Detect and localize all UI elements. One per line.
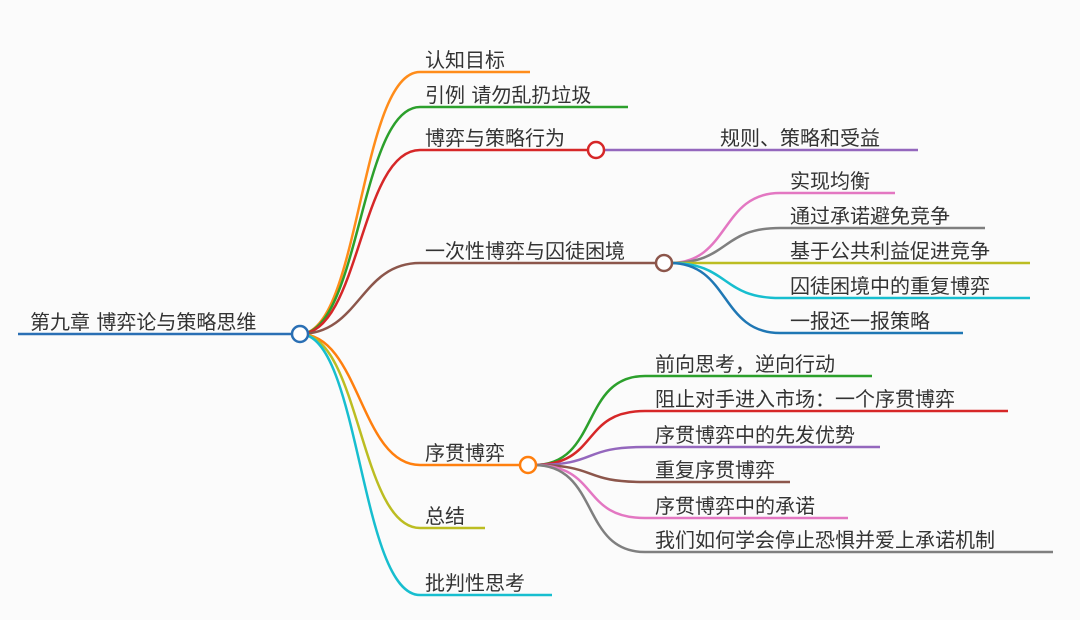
- connector-3-4: [669, 261, 963, 335]
- connector-4-2: [533, 445, 880, 467]
- child-label[interactable]: 实现均衡: [790, 169, 870, 193]
- child-label[interactable]: 基于公共利益促进竞争: [790, 239, 990, 263]
- connector-branch-6: [299, 332, 552, 597]
- branch-label[interactable]: 批判性思考: [425, 571, 525, 595]
- connector-4-3: [533, 463, 790, 484]
- branch-label[interactable]: 一次性博弈与囚徒困境: [425, 239, 625, 263]
- child-label[interactable]: 通过承诺避免竞争: [790, 204, 950, 228]
- child-label[interactable]: 规则、策略和受益: [720, 126, 880, 150]
- branch-label[interactable]: 总结: [425, 504, 465, 528]
- child-label[interactable]: 序贯博弈中的先发优势: [655, 423, 855, 447]
- connector-branch-2: [299, 148, 590, 336]
- branch-3-toggle[interactable]: [654, 253, 674, 273]
- branch-label[interactable]: 引例 请勿乱扔垃圾: [425, 83, 591, 107]
- root-node-toggle[interactable]: [290, 324, 310, 344]
- child-label[interactable]: 我们如何学会停止恐惧并爱上承诺机制: [655, 528, 995, 552]
- connector-4-5: [533, 463, 1053, 554]
- connector-4-4: [533, 463, 848, 520]
- connector-3-0: [669, 191, 895, 265]
- child-label[interactable]: 重复序贯博弈: [655, 458, 775, 482]
- connector-branch-4: [299, 332, 522, 467]
- branch-label[interactable]: 认知目标: [425, 48, 505, 72]
- branch-4-toggle[interactable]: [518, 455, 538, 475]
- branch-label[interactable]: 博弈与策略行为: [425, 126, 565, 150]
- connector-branch-1: [299, 105, 628, 336]
- branch-label[interactable]: 序贯博弈: [425, 441, 505, 465]
- connector-branch-3: [299, 261, 658, 336]
- connector-branch-0: [299, 70, 530, 336]
- child-label[interactable]: 阻止对手进入市场：一个序贯博弈: [655, 387, 955, 411]
- connector-4-1: [533, 409, 1008, 467]
- connector-3-3: [669, 261, 1030, 300]
- branch-2-toggle[interactable]: [586, 140, 606, 160]
- connector-branch-5: [299, 332, 485, 530]
- root-label[interactable]: 第九章 博弈论与策略思维: [30, 310, 256, 334]
- connector-3-1: [669, 226, 985, 265]
- child-label[interactable]: 序贯博弈中的承诺: [655, 494, 815, 518]
- child-label[interactable]: 囚徒困境中的重复博弈: [790, 274, 990, 298]
- child-label[interactable]: 一报还一报策略: [790, 309, 930, 333]
- child-label[interactable]: 前向思考，逆向行动: [655, 352, 835, 376]
- connector-4-0: [533, 374, 872, 467]
